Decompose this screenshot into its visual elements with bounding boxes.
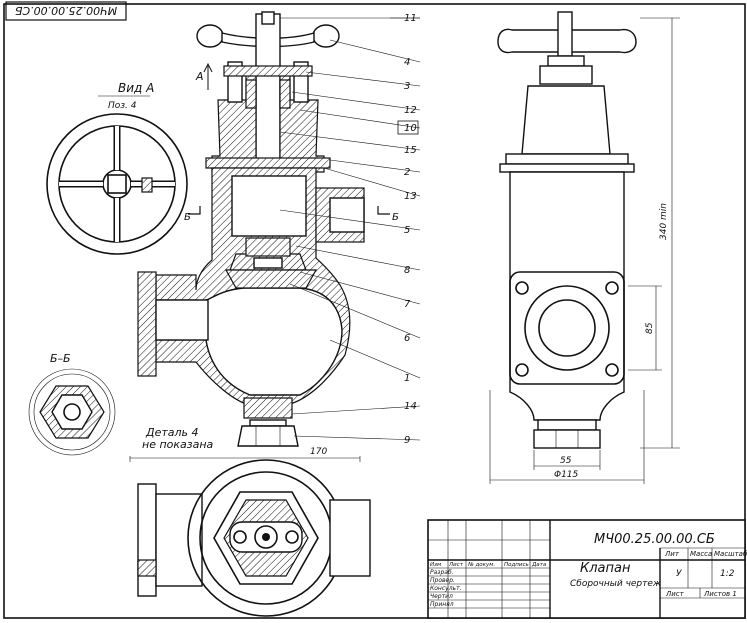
position-number-frame — [397, 120, 419, 135]
dim-side: 85 — [645, 322, 655, 334]
title-name: Клапан — [580, 561, 631, 576]
position-number-10: 10 — [404, 123, 417, 134]
view-a-subtitle: Поз. 4 — [108, 101, 137, 111]
section-title: Б–Б — [50, 352, 71, 365]
position-number-9: 9 — [404, 435, 410, 446]
title-block-header: Подпись — [504, 562, 529, 568]
side-view: 340 min 85 55 Φ115 — [489, 11, 680, 484]
position-number-14: 14 — [404, 401, 417, 412]
leader-lines — [279, 17, 421, 441]
sheet-label: Лист — [665, 590, 685, 598]
position-number-11: 11 — [404, 13, 417, 24]
title-designation: МЧ00.25.00.00.СБ — [594, 532, 715, 547]
view-a-handwheel: Вид А Поз. 4 — [46, 81, 188, 255]
dim-55: 55 — [560, 456, 572, 466]
dim-115: Φ115 — [554, 470, 579, 480]
code-stamp: МЧ00.25.00.00.СБ — [5, 1, 127, 21]
detail-note-line-1: Деталь 4 — [145, 426, 199, 439]
view-a-title: Вид А — [118, 81, 154, 95]
sheets-label: Листов 1 — [703, 590, 737, 598]
position-number-4: 4 — [404, 57, 410, 68]
title-block-header: Дата — [531, 562, 547, 568]
position-number-8: 8 — [404, 265, 410, 276]
col-mass: Масса — [690, 550, 712, 558]
title-block-role: Разраб. — [430, 569, 454, 576]
position-number-1: 1 — [404, 373, 410, 384]
section-mark-left: Б — [184, 212, 191, 223]
detail-note-line-2: не показана — [142, 438, 214, 451]
title-block-header: Лист — [448, 562, 464, 568]
dim-height: 340 min — [659, 203, 669, 240]
position-number-5: 5 — [404, 225, 410, 236]
position-number-12: 12 — [404, 105, 417, 116]
position-number-2: 2 — [404, 167, 410, 178]
sheet-frame — [3, 3, 746, 619]
col-scale: Масштаб — [714, 550, 747, 558]
section-mark-right: Б — [392, 212, 399, 223]
scale-value: 1:2 — [720, 569, 735, 579]
code-stamp-text: МЧ00.25.00.00.СБ — [15, 4, 117, 17]
position-number-7: 7 — [404, 299, 411, 310]
dim-width: 170 — [310, 447, 327, 457]
title-block-role: Принял — [430, 601, 454, 608]
title-block-role: Чертил — [430, 593, 453, 600]
position-number-6: 6 — [404, 333, 410, 344]
lit-value: У — [676, 569, 682, 579]
title-doc-type: Сборочный чертеж — [570, 579, 662, 589]
top-view: 170 — [129, 447, 371, 617]
col-lit: Лит — [664, 550, 680, 558]
position-number-13: 13 — [404, 191, 417, 202]
title-block-role: Консульт. — [430, 585, 462, 592]
position-number-15: 15 — [404, 145, 417, 156]
main-section-view: А Б Б Деталь 4 не показана — [137, 11, 399, 451]
title-block-role: Провер. — [430, 577, 455, 584]
title-block-header: № докум. — [467, 562, 495, 568]
section-b-b: Б–Б — [28, 352, 116, 456]
arrow-a-label: А — [195, 70, 204, 83]
position-number-3: 3 — [404, 81, 410, 92]
title-block: МЧ00.25.00.00.СБ Клапан Сборочный чертеж… — [427, 519, 747, 619]
title-block-header: Изм — [430, 562, 441, 568]
